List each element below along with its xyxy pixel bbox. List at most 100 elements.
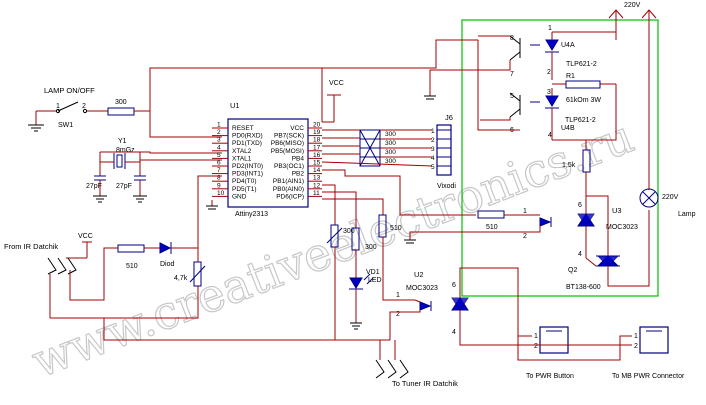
u3-pin2: 2 — [523, 233, 527, 240]
crystal-ref: Y1 — [118, 138, 127, 145]
mb-label: To MB PWR Connector — [612, 373, 685, 380]
u1-pin-num: 5 — [217, 152, 221, 159]
pwrbtn-pin2: 2 — [534, 343, 538, 350]
u1-pin-name: PB4 — [292, 155, 305, 162]
j6-pin-num: 2 — [431, 137, 435, 144]
pwrbtn-label: To PWR Button — [526, 373, 574, 380]
cap1-value: 27pF — [86, 183, 102, 190]
cap2-value: 27pF — [116, 183, 132, 190]
u2-pin1: 1 — [396, 292, 400, 299]
u1-pin-name: XTAL1 — [232, 155, 252, 162]
u1-pin-num: 1 — [217, 122, 221, 129]
u4-pin5: 5 — [510, 93, 514, 100]
j6-pin-num: 3 — [431, 146, 435, 153]
u3-pin6: 6 — [578, 202, 582, 209]
j6-pin-num: 5 — [431, 164, 435, 171]
ir-out-label: To Tuner IR Datchik — [392, 379, 458, 388]
isp-resistor-value: 300 — [385, 131, 396, 138]
u1-pin-num: 8 — [217, 175, 221, 182]
switch-pin1-num: 1 — [56, 103, 60, 110]
r510c-value: 510 — [390, 225, 402, 232]
u4-pin7: 7 — [510, 71, 514, 78]
triac-q2: Q2 BT138-600 — [566, 255, 620, 291]
led-label: LED — [368, 277, 382, 284]
mains-label: 220V — [624, 2, 641, 9]
u4b-part: TLP621-2 — [565, 117, 596, 124]
u1-pin-name: RESET — [232, 125, 254, 132]
connector-pwr-button: 1 2 To PWR Button — [526, 326, 574, 380]
diode: Diod — [159, 242, 175, 268]
u1-pin-num: 17 — [313, 144, 321, 151]
u1-pin-num: 10 — [217, 190, 225, 197]
u1-pin-num: 12 — [313, 182, 321, 189]
r1-ref: R1 — [566, 73, 575, 80]
r510b-value: 510 — [126, 263, 138, 270]
u1-pin-num: 20 — [313, 122, 321, 129]
u1-pin-name: PB2 — [292, 171, 305, 178]
u4-pin4: 4 — [548, 132, 552, 139]
u4a-ref: U4A — [561, 42, 575, 49]
u1-pin-num: 2 — [217, 129, 221, 136]
mb-pin2: 2 — [634, 343, 638, 350]
lamp-voltage: 220V — [662, 194, 679, 201]
u1-pin-name: GND — [232, 193, 247, 200]
ir-input-connector: From IR Datchik — [4, 242, 77, 318]
vcc2-label: VCC — [78, 233, 93, 240]
q2-part: BT138-600 — [566, 284, 601, 291]
u1-pin-num: 6 — [217, 160, 221, 167]
u1-pin-name: PB5(MOSI) — [271, 148, 304, 155]
led-vd1: VD1 LED — [349, 269, 382, 290]
switch-pin2-num: 2 — [82, 103, 86, 110]
u1-pin-name: VCC — [290, 125, 304, 132]
mb-pin1: 1 — [634, 333, 638, 340]
u4a-part: TLP621-2 — [566, 61, 597, 68]
isp-resistor-pack — [359, 129, 381, 167]
u1-pin-num: 14 — [313, 167, 321, 174]
r-switch-value: 300 — [115, 99, 127, 106]
j6-pin-numbers: 1 2 3 4 5 — [431, 128, 451, 171]
u1-pin-num: 3 — [217, 137, 221, 144]
pwrbtn-pin1: 1 — [534, 333, 538, 340]
u2-pin6: 6 — [452, 282, 456, 289]
optotriac-u2: U2 MOC3023 1 2 6 4 — [396, 270, 469, 336]
u1-pin-num: 7 — [217, 167, 221, 174]
u2-pin4: 4 — [452, 329, 456, 336]
capacitor-2: 27pF — [116, 162, 147, 203]
mains-board-outline — [461, 19, 659, 297]
u4b-ref: U4B — [561, 125, 575, 132]
j6-pin-num: 4 — [431, 155, 435, 162]
u1-pin-name: PB1(AIN1) — [273, 178, 304, 185]
u1-pin-name: PD6(ICP) — [276, 193, 304, 200]
u1-pin-name: PD4(T0) — [232, 178, 257, 185]
u1-pin-num: 13 — [313, 175, 321, 182]
u2-pin2: 2 — [396, 311, 400, 318]
u3-part: MOC3023 — [606, 224, 638, 231]
ir-output-connector: To Tuner IR Datchik — [375, 340, 458, 388]
u1-pin-name: PB7(SCK) — [274, 133, 304, 140]
lamp: 220V Lamp — [639, 188, 696, 218]
lamp-name: Lamp — [678, 211, 696, 218]
u1-pin-name: PB3(OC1) — [274, 163, 304, 170]
resistor-r1: R1 61kOm 3W — [565, 73, 601, 104]
lamp-switch: LAMP ON/OFF 1 2 SW1 — [28, 86, 108, 132]
u1-part: Attiny2313 — [235, 211, 268, 218]
u1-pin-name: XTAL2 — [232, 148, 252, 155]
r1-value: 61kOm 3W — [566, 97, 601, 104]
u1-pin-name: PB0(AIN0) — [273, 186, 304, 193]
u1-pin-num: 15 — [313, 160, 321, 167]
crystal-y1: Y1 8mGz — [99, 138, 222, 169]
u4-pin2: 2 — [547, 69, 551, 76]
u3-pin1: 1 — [523, 208, 527, 215]
optocoupler-u4: U4A TLP621-2 U4B TLP621-2 8 7 2 3 5 6 1 … — [509, 25, 597, 139]
j6-pin-num: 1 — [431, 128, 435, 135]
lamp-switch-label: LAMP ON/OFF — [44, 86, 95, 95]
u3-ref: U3 — [612, 206, 622, 215]
diode-label: Diod — [160, 261, 175, 268]
u3-pin4: 4 — [578, 251, 582, 258]
r15k-value: 1,5k — [562, 162, 576, 169]
r300v-value: 300 — [343, 228, 355, 235]
q2-ref: Q2 — [568, 267, 577, 274]
